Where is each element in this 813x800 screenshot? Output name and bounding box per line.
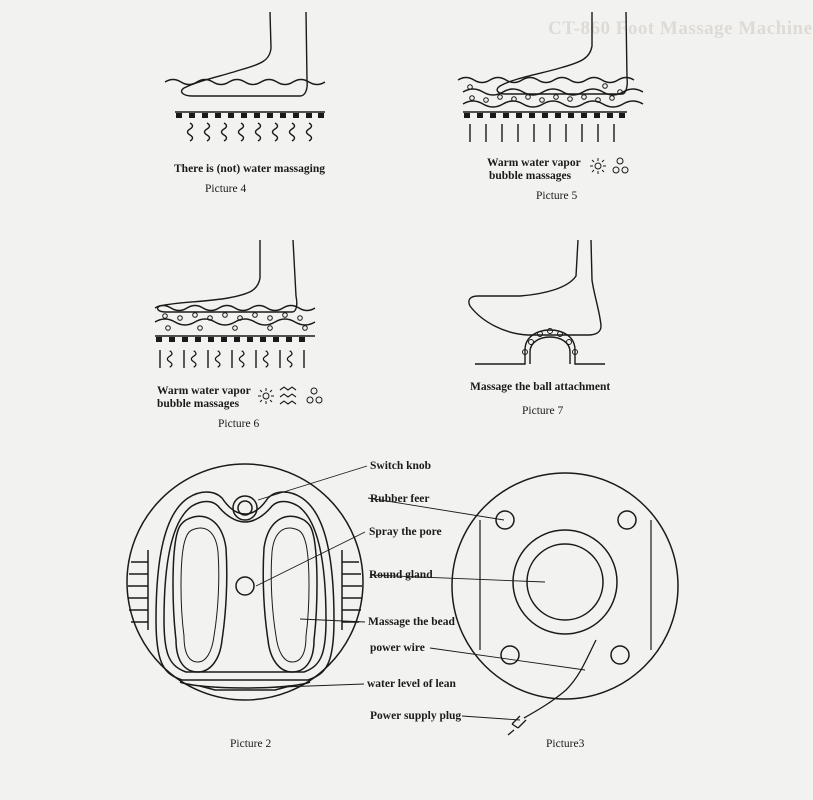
- bubbles-icon: [306, 387, 323, 404]
- leader-switch-knob: [257, 465, 368, 501]
- picture7-label: Massage the ball attachment: [470, 381, 611, 393]
- picture7-caption: Picture 7: [522, 405, 564, 417]
- label-power-plug: Power supply plug: [370, 710, 462, 722]
- picture5-caption: Picture 5: [536, 190, 578, 202]
- sun-icon: [590, 158, 606, 174]
- vibration-icon: [279, 386, 297, 405]
- picture6-diagram: [154, 239, 323, 405]
- picture5-label-line1: Warm water vapor: [487, 157, 581, 169]
- picture3-caption: Picture3: [546, 738, 585, 750]
- picture6-caption: Picture 6: [218, 418, 260, 430]
- leader-massage-bead: [299, 618, 366, 623]
- picture4-label: There is (not) water massaging: [174, 163, 325, 175]
- label-power-wire: power wire: [370, 642, 425, 654]
- picture2-caption: Picture 2: [230, 738, 272, 750]
- picture4-diagram: [164, 11, 326, 142]
- picture5-label-line2: bubble massages: [489, 170, 572, 182]
- picture2-diagram: [126, 463, 364, 701]
- leader-spray-pore: [255, 531, 366, 587]
- picture6-label-line2: bubble massages: [157, 398, 240, 410]
- bubbles-icon: [612, 157, 629, 174]
- picture3-diagram: [451, 472, 679, 736]
- leader-water-level: [254, 683, 365, 689]
- label-spray-pore: Spray the pore: [369, 526, 442, 538]
- picture5-diagram: [457, 11, 644, 174]
- picture4-caption: Picture 4: [205, 183, 247, 195]
- label-rubber-feet: Rubber feer: [370, 493, 430, 505]
- leader-power-wire: [429, 647, 586, 671]
- leader-rubber-feet: [367, 497, 505, 521]
- label-water-level: water level of lean: [367, 678, 456, 690]
- leader-lines: [254, 465, 586, 721]
- label-massage-bead: Massage the bead: [368, 616, 455, 628]
- leader-power-plug: [461, 715, 521, 721]
- bleed-through-title: CT-860 Foot Massage Machine: [548, 18, 813, 39]
- sun-icon: [258, 388, 274, 404]
- leader-round-gland: [369, 574, 546, 583]
- label-switch-knob: Switch knob: [370, 460, 432, 472]
- picture6-label-line1: Warm water vapor: [157, 385, 251, 397]
- picture7-diagram: [468, 239, 605, 365]
- label-round-gland: Round gland: [369, 569, 433, 581]
